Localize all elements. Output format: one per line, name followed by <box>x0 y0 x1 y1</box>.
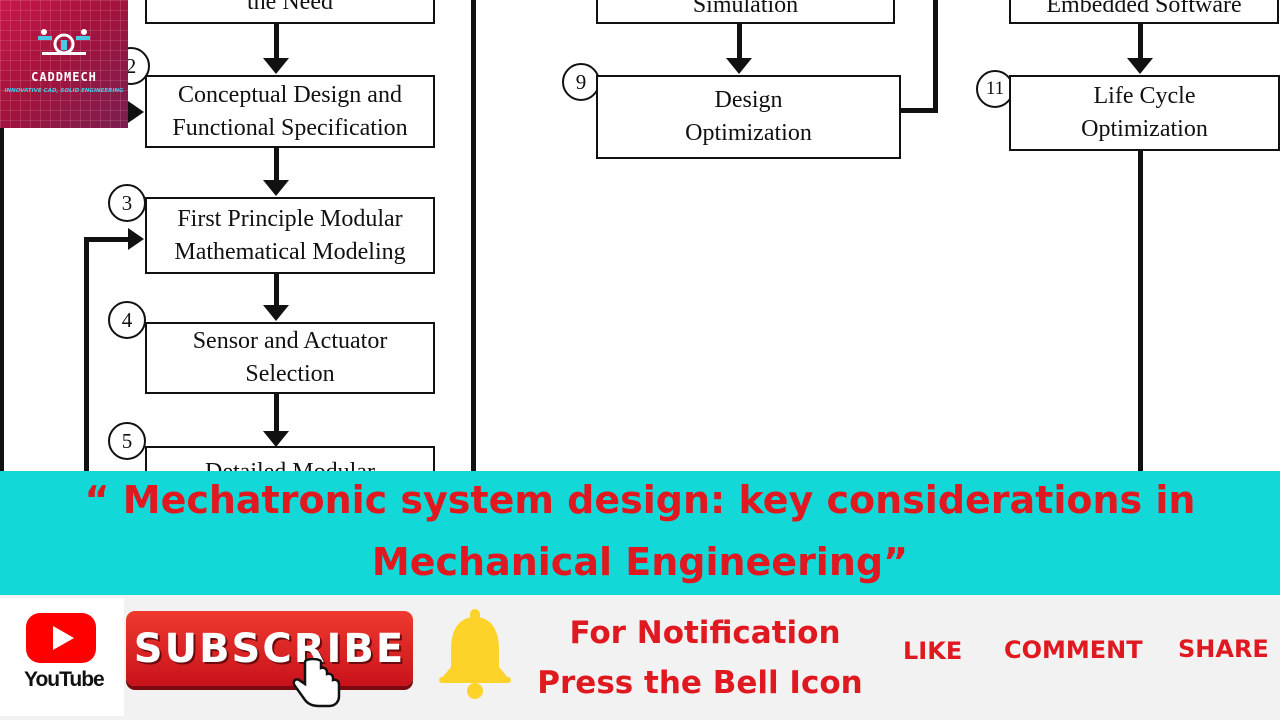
arrow-head <box>263 305 289 321</box>
youtube-label: YouTube <box>24 668 105 691</box>
edge-4-to-5 <box>274 394 279 432</box>
step-number-3: 3 <box>108 184 146 222</box>
edge-3-to-4 <box>274 274 279 306</box>
logo-brand-text: CADDMECH <box>31 70 97 84</box>
loop-line-horizontal <box>901 108 938 113</box>
edge-11-down <box>1138 151 1143 471</box>
logo-grid-pattern <box>0 0 128 128</box>
arrow-head <box>263 180 289 196</box>
left-border-line <box>0 128 4 471</box>
comment-button[interactable]: COMMENT <box>1004 636 1143 664</box>
edge-embedded-to-11 <box>1138 24 1143 60</box>
node-embedded-software: Embedded Software <box>1009 0 1279 24</box>
node-step-9: Design Optimization <box>596 75 901 159</box>
node-step-2: Conceptual Design and Functional Specifi… <box>145 75 435 148</box>
column-divider-line <box>471 0 476 471</box>
youtube-play-icon <box>26 613 96 663</box>
caddmech-logo: CADDMECH INNOVATIVE CAD, SOLID ENGINEERI… <box>0 0 128 128</box>
title-line-1: “ Mechatronic system design: key conside… <box>84 478 1196 522</box>
step-number-11: 11 <box>976 70 1014 108</box>
step-number-5: 5 <box>108 422 146 460</box>
node-simulation: Simulation <box>596 0 895 24</box>
node-step-2-line2: Functional Specification <box>172 114 408 141</box>
share-button[interactable]: SHARE <box>1178 635 1269 663</box>
arrow-head <box>128 101 144 123</box>
title-banner: “ Mechatronic system design: key conside… <box>0 471 1280 595</box>
node-step-3-line1: First Principle Modular <box>177 205 403 232</box>
node-need-line1: the Need <box>247 0 333 15</box>
node-step-11: Life Cycle Optimization <box>1009 75 1280 151</box>
node-step-3: First Principle Modular Mathematical Mod… <box>145 197 435 274</box>
step-number-9: 9 <box>562 63 600 101</box>
node-step-9-line1: Design <box>714 87 783 113</box>
arrow-head <box>726 58 752 74</box>
node-step-9-line2: Optimization <box>685 120 812 146</box>
node-embedded-line1: Embedded Software <box>1046 0 1242 18</box>
hand-cursor-icon <box>292 658 341 708</box>
edge-simulation-to-9 <box>737 24 742 60</box>
logo-tagline: INNOVATIVE CAD, SOLID ENGINEERING <box>4 88 124 94</box>
node-step-11-line2: Optimization <box>1081 116 1208 142</box>
subscribe-label: SUBSCRIBE <box>133 625 406 672</box>
subscribe-button[interactable]: SUBSCRIBE <box>126 611 413 686</box>
node-step-2-line1: Conceptual Design and <box>178 81 402 108</box>
bell-icon[interactable] <box>437 609 513 699</box>
node-step-4: Sensor and Actuator Selection <box>145 322 435 394</box>
node-need: the Need <box>145 0 435 24</box>
notification-line-1: For Notification <box>569 615 841 651</box>
arrow-head <box>263 58 289 74</box>
edge-2-to-3 <box>274 148 279 182</box>
loop-line-vertical <box>933 0 938 113</box>
arrow-head <box>1127 58 1153 74</box>
node-step-11-line1: Life Cycle <box>1093 83 1196 109</box>
youtube-button[interactable] <box>0 598 124 716</box>
node-step-4-line2: Selection <box>245 361 335 387</box>
edge-need-to-2 <box>274 24 279 60</box>
feedback-line-vertical <box>84 238 89 471</box>
node-simulation-line1: Simulation <box>692 0 799 18</box>
gear-tools-icon <box>38 29 90 55</box>
step-number-4: 4 <box>108 301 146 339</box>
feedback-line-horizontal <box>84 237 130 242</box>
arrow-head <box>263 431 289 447</box>
arrow-head <box>128 228 144 250</box>
notification-line-2: Press the Bell Icon <box>537 665 863 701</box>
node-step-4-line1: Sensor and Actuator <box>192 328 388 354</box>
node-step-3-line2: Mathematical Modeling <box>174 238 406 265</box>
like-button[interactable]: LIKE <box>903 637 963 665</box>
title-line-2: Mechanical Engineering” <box>371 540 909 584</box>
